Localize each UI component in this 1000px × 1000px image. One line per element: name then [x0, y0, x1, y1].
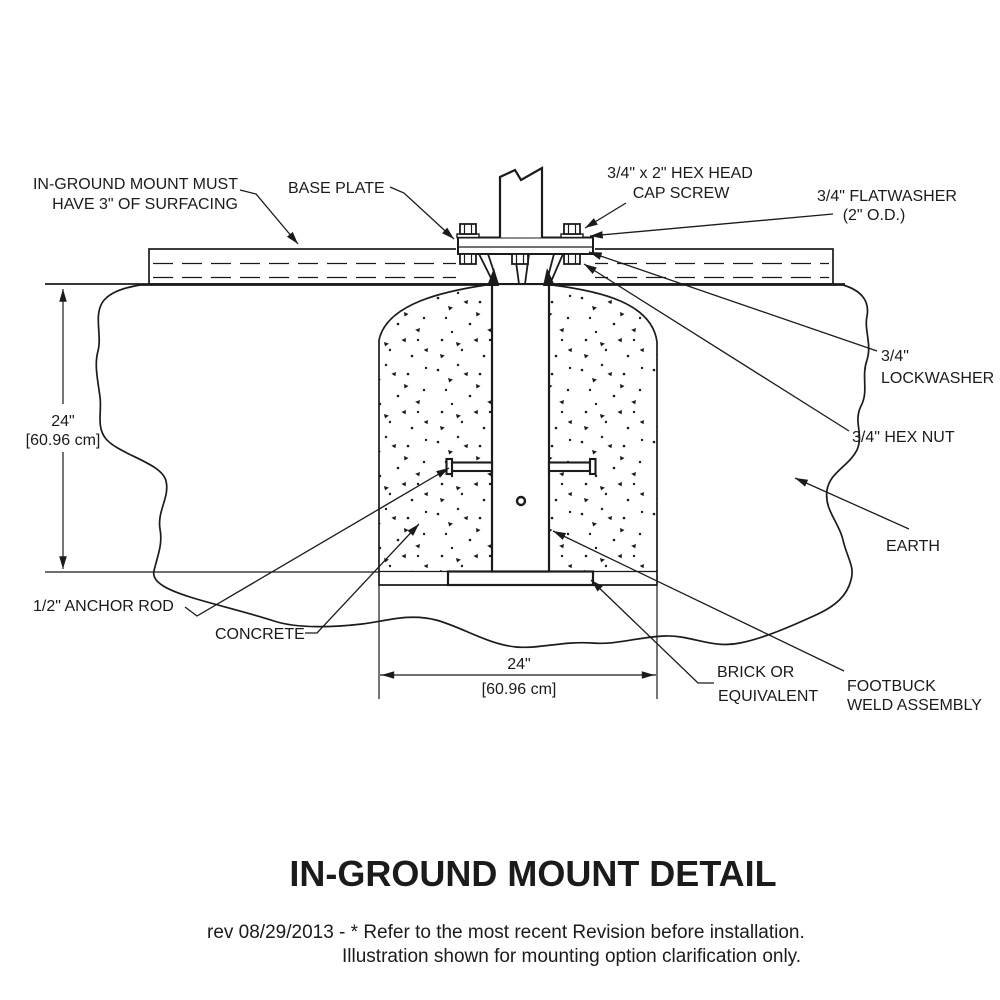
dimension-width: 24" [60.96 cm]: [378, 585, 658, 699]
width-metric: [60.96 cm]: [482, 681, 557, 698]
label-earth: EARTH: [886, 538, 940, 555]
label-cap-screw-line1: 3/4" x 2" HEX HEAD: [607, 165, 753, 182]
label-brick-line2: EQUIVALENT: [718, 688, 818, 705]
brick: [446, 570, 595, 587]
leader-hex-nut: [583, 263, 850, 432]
leader-cap-screw: [584, 202, 627, 229]
leader-lines: [184, 186, 910, 684]
label-lockwasher-line2: LOCKWASHER: [881, 370, 994, 387]
label-anchor-rod: 1/2" ANCHOR ROD: [33, 598, 174, 615]
label-base-plate: BASE PLATE: [288, 180, 385, 197]
post-drain-hole: [515, 495, 527, 507]
leader-anchor-rod: [184, 467, 450, 617]
label-flatwasher-line1: 3/4" FLATWASHER: [817, 188, 957, 205]
leader-lockwasher: [588, 251, 878, 352]
label-footbuck-line1: FOOTBUCK: [847, 678, 936, 695]
label-footbuck-line2: WELD ASSEMBLY: [847, 697, 982, 714]
label-brick-line1: BRICK OR: [717, 664, 794, 681]
label-flatwasher-line2: (2" O.D.): [843, 207, 906, 224]
callout-labels: IN-GROUND MOUNT MUST HAVE 3" OF SURFACIN…: [33, 165, 994, 714]
base-plate: [457, 236, 594, 255]
label-concrete: CONCRETE: [215, 626, 305, 643]
gusset-foot-right: [543, 268, 555, 286]
label-surfacing-note-line1: IN-GROUND MOUNT MUST: [33, 176, 238, 193]
post-buried: [490, 282, 551, 573]
depth-metric: [60.96 cm]: [26, 432, 101, 449]
leader-footbuck: [552, 530, 845, 672]
footing-base: [379, 570, 657, 587]
bolt-right: [560, 223, 584, 265]
leader-surfacing: [239, 189, 299, 245]
label-cap-screw-line2: CAP SCREW: [633, 185, 731, 202]
label-hex-nut: 3/4" HEX NUT: [852, 429, 955, 446]
post-above-ground: [498, 166, 544, 238]
leader-earth: [794, 477, 910, 530]
footbuck-assembly: [456, 223, 595, 286]
leader-flatwasher: [589, 213, 834, 239]
label-lockwasher-line1: 3/4": [881, 348, 909, 365]
width-value: 24": [507, 656, 530, 673]
bolt-left: [456, 223, 480, 265]
leader-base-plate: [389, 186, 455, 240]
label-surfacing-note-line2: HAVE 3" OF SURFACING: [52, 196, 238, 213]
revision-note-line2: Illustration shown for mounting option c…: [342, 946, 801, 967]
anchor-rod: [445, 457, 597, 476]
leader-concrete: [305, 523, 420, 634]
leader-brick: [590, 579, 714, 684]
drawing-title: IN-GROUND MOUNT DETAIL: [289, 853, 776, 894]
revision-note-line1: rev 08/29/2013 - * Refer to the most rec…: [207, 922, 805, 943]
dimension-depth: 24" [60.96 cm]: [26, 289, 379, 573]
depth-value: 24": [51, 413, 74, 430]
gusset-foot-left: [487, 268, 499, 286]
